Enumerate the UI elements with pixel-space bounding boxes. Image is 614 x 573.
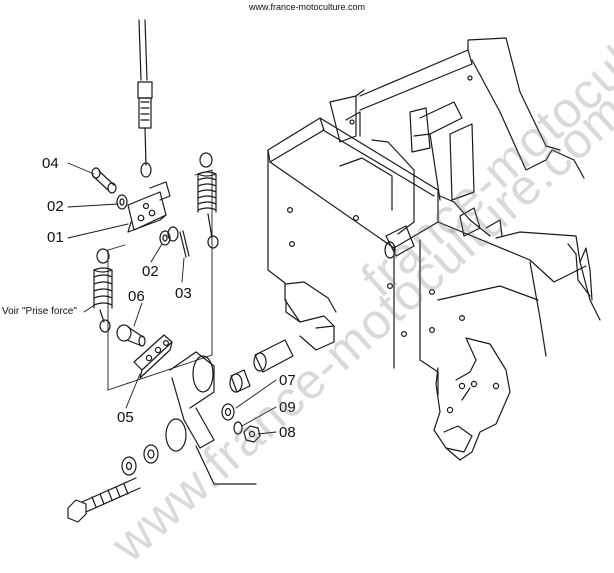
link-plate-05	[133, 334, 173, 379]
reference-note: Voir "Prise force"	[2, 306, 77, 317]
pin-04	[91, 167, 117, 194]
callout-07: 07	[279, 372, 296, 389]
callout-04: 04	[42, 155, 59, 172]
washer-02-left	[116, 194, 128, 210]
spring-lower	[93, 248, 113, 333]
assembly-frame	[107, 169, 213, 391]
bolt-06	[116, 324, 146, 347]
header-url: www.france-motoculture.com	[248, 2, 366, 12]
nut-08	[243, 425, 261, 443]
callout-08: 08	[279, 424, 296, 441]
exploded-parts-drawing	[67, 19, 601, 523]
leader-lines	[67, 162, 277, 435]
lower-bolt	[67, 444, 159, 523]
cotter-pin-03	[179, 230, 190, 258]
main-frame	[267, 37, 601, 461]
bracket-plate-01	[127, 181, 171, 233]
washer-09	[233, 421, 243, 435]
callout-06: 06	[128, 288, 145, 305]
callout-03: 03	[175, 285, 192, 302]
bushing-upper	[229, 339, 294, 393]
callout-02-right: 02	[142, 263, 159, 280]
control-cable	[137, 19, 153, 178]
pivot-arm	[165, 351, 257, 485]
callout-01: 01	[47, 229, 64, 246]
callout-05: 05	[117, 409, 134, 426]
washer-07	[221, 403, 235, 421]
washer-02-right	[159, 226, 179, 246]
spring-upper	[197, 152, 219, 249]
callout-02-left: 02	[47, 198, 64, 215]
callout-09: 09	[279, 399, 296, 416]
